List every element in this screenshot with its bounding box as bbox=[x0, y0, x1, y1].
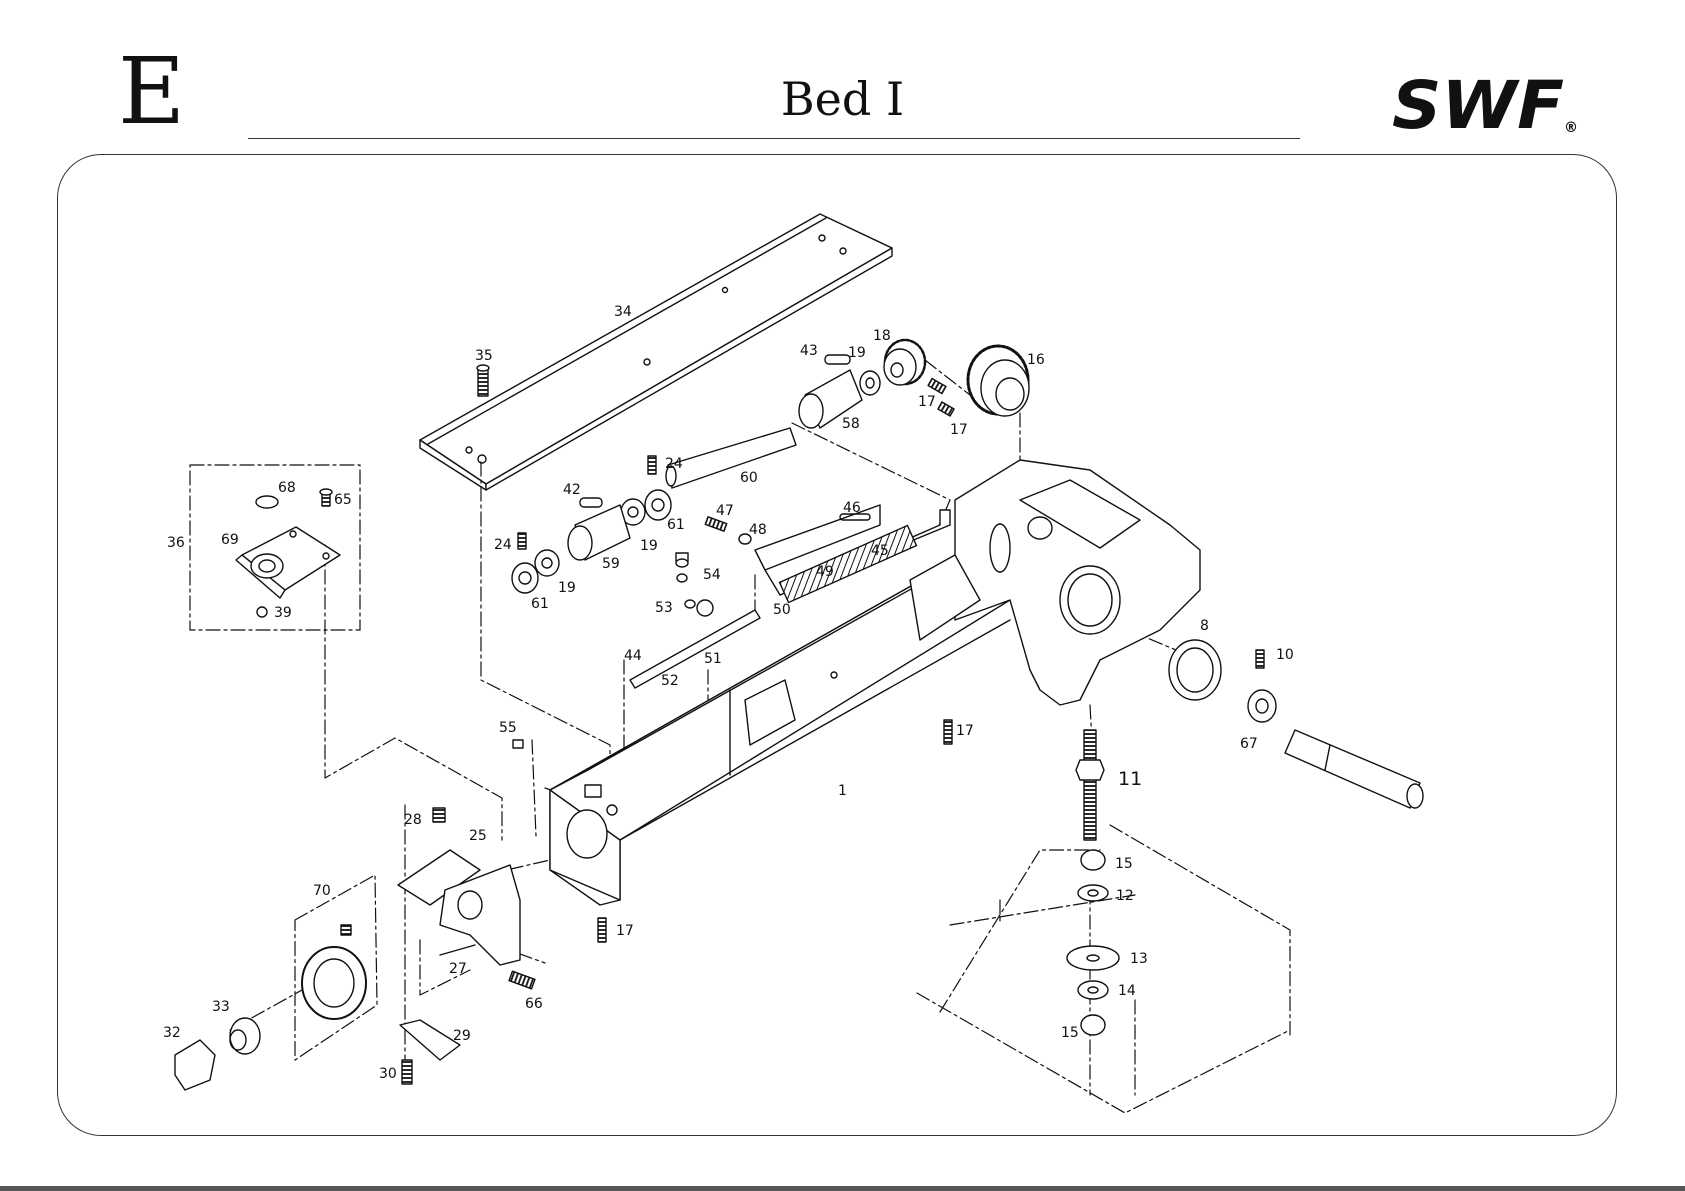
adjusting-screw-stack bbox=[1067, 730, 1119, 1035]
callout-27: 27 bbox=[449, 961, 467, 977]
callout-18: 18 bbox=[873, 328, 891, 344]
callout-65: 65 bbox=[334, 492, 352, 508]
callout-14: 14 bbox=[1118, 983, 1136, 999]
bottom-edge-strip bbox=[0, 1186, 1685, 1191]
machine-table bbox=[1000, 900, 1135, 1095]
callout-67: 67 bbox=[1240, 736, 1258, 752]
callout-61a: 61 bbox=[667, 517, 685, 533]
small-gear bbox=[884, 340, 925, 385]
callout-60: 60 bbox=[740, 470, 758, 486]
callout-17c: 17 bbox=[956, 723, 974, 739]
callout-68: 68 bbox=[278, 480, 296, 496]
bearing-and-output-shaft bbox=[1169, 640, 1423, 808]
callout-59: 59 bbox=[602, 556, 620, 572]
callout-24b: 24 bbox=[494, 537, 512, 553]
callout-1: 1 bbox=[838, 783, 847, 799]
callout-8: 8 bbox=[1200, 618, 1209, 634]
callout-17a: 17 bbox=[918, 394, 936, 410]
callout-39: 39 bbox=[274, 605, 292, 621]
callout-58: 58 bbox=[842, 416, 860, 432]
callout-47: 47 bbox=[716, 503, 734, 519]
callout-43: 43 bbox=[800, 343, 818, 359]
callout-70: 70 bbox=[313, 883, 331, 899]
callout-28: 28 bbox=[404, 812, 422, 828]
callout-11: 11 bbox=[1118, 768, 1142, 790]
callout-33: 33 bbox=[212, 999, 230, 1015]
callout-61b: 61 bbox=[531, 596, 549, 612]
callout-13: 13 bbox=[1130, 951, 1148, 967]
callout-49: 49 bbox=[816, 564, 834, 580]
callout-30: 30 bbox=[379, 1066, 397, 1082]
callout-46: 46 bbox=[843, 500, 861, 516]
callout-53: 53 bbox=[655, 600, 673, 616]
callout-42: 42 bbox=[563, 482, 581, 498]
callout-15a: 15 bbox=[1115, 856, 1133, 872]
callout-32: 32 bbox=[163, 1025, 181, 1041]
callout-36: 36 bbox=[167, 535, 185, 551]
callout-66: 66 bbox=[525, 996, 543, 1012]
callout-24a: 24 bbox=[665, 456, 683, 472]
callout-44: 44 bbox=[624, 648, 642, 664]
callout-51: 51 bbox=[704, 651, 722, 667]
callout-19: 19 bbox=[848, 345, 866, 361]
callout-17b: 17 bbox=[950, 422, 968, 438]
callout-54: 54 bbox=[703, 567, 721, 583]
callout-45: 45 bbox=[871, 543, 889, 559]
callout-50: 50 bbox=[773, 602, 791, 618]
callout-35: 35 bbox=[475, 348, 493, 364]
callout-52: 52 bbox=[661, 673, 679, 689]
callout-15b: 15 bbox=[1061, 1025, 1079, 1041]
callout-69: 69 bbox=[221, 532, 239, 548]
callout-19c: 19 bbox=[558, 580, 576, 596]
drive-gear bbox=[968, 346, 1029, 416]
callout-55: 55 bbox=[499, 720, 517, 736]
callout-17d: 17 bbox=[616, 923, 634, 939]
callout-25: 25 bbox=[469, 828, 487, 844]
callout-29: 29 bbox=[453, 1028, 471, 1044]
callout-10: 10 bbox=[1276, 647, 1294, 663]
callout-34: 34 bbox=[614, 304, 632, 320]
callout-16: 16 bbox=[1027, 352, 1045, 368]
callout-48: 48 bbox=[749, 522, 767, 538]
callout-19b: 19 bbox=[640, 538, 658, 554]
rotary-hook-assembly bbox=[175, 947, 366, 1090]
callout-12: 12 bbox=[1116, 888, 1134, 904]
